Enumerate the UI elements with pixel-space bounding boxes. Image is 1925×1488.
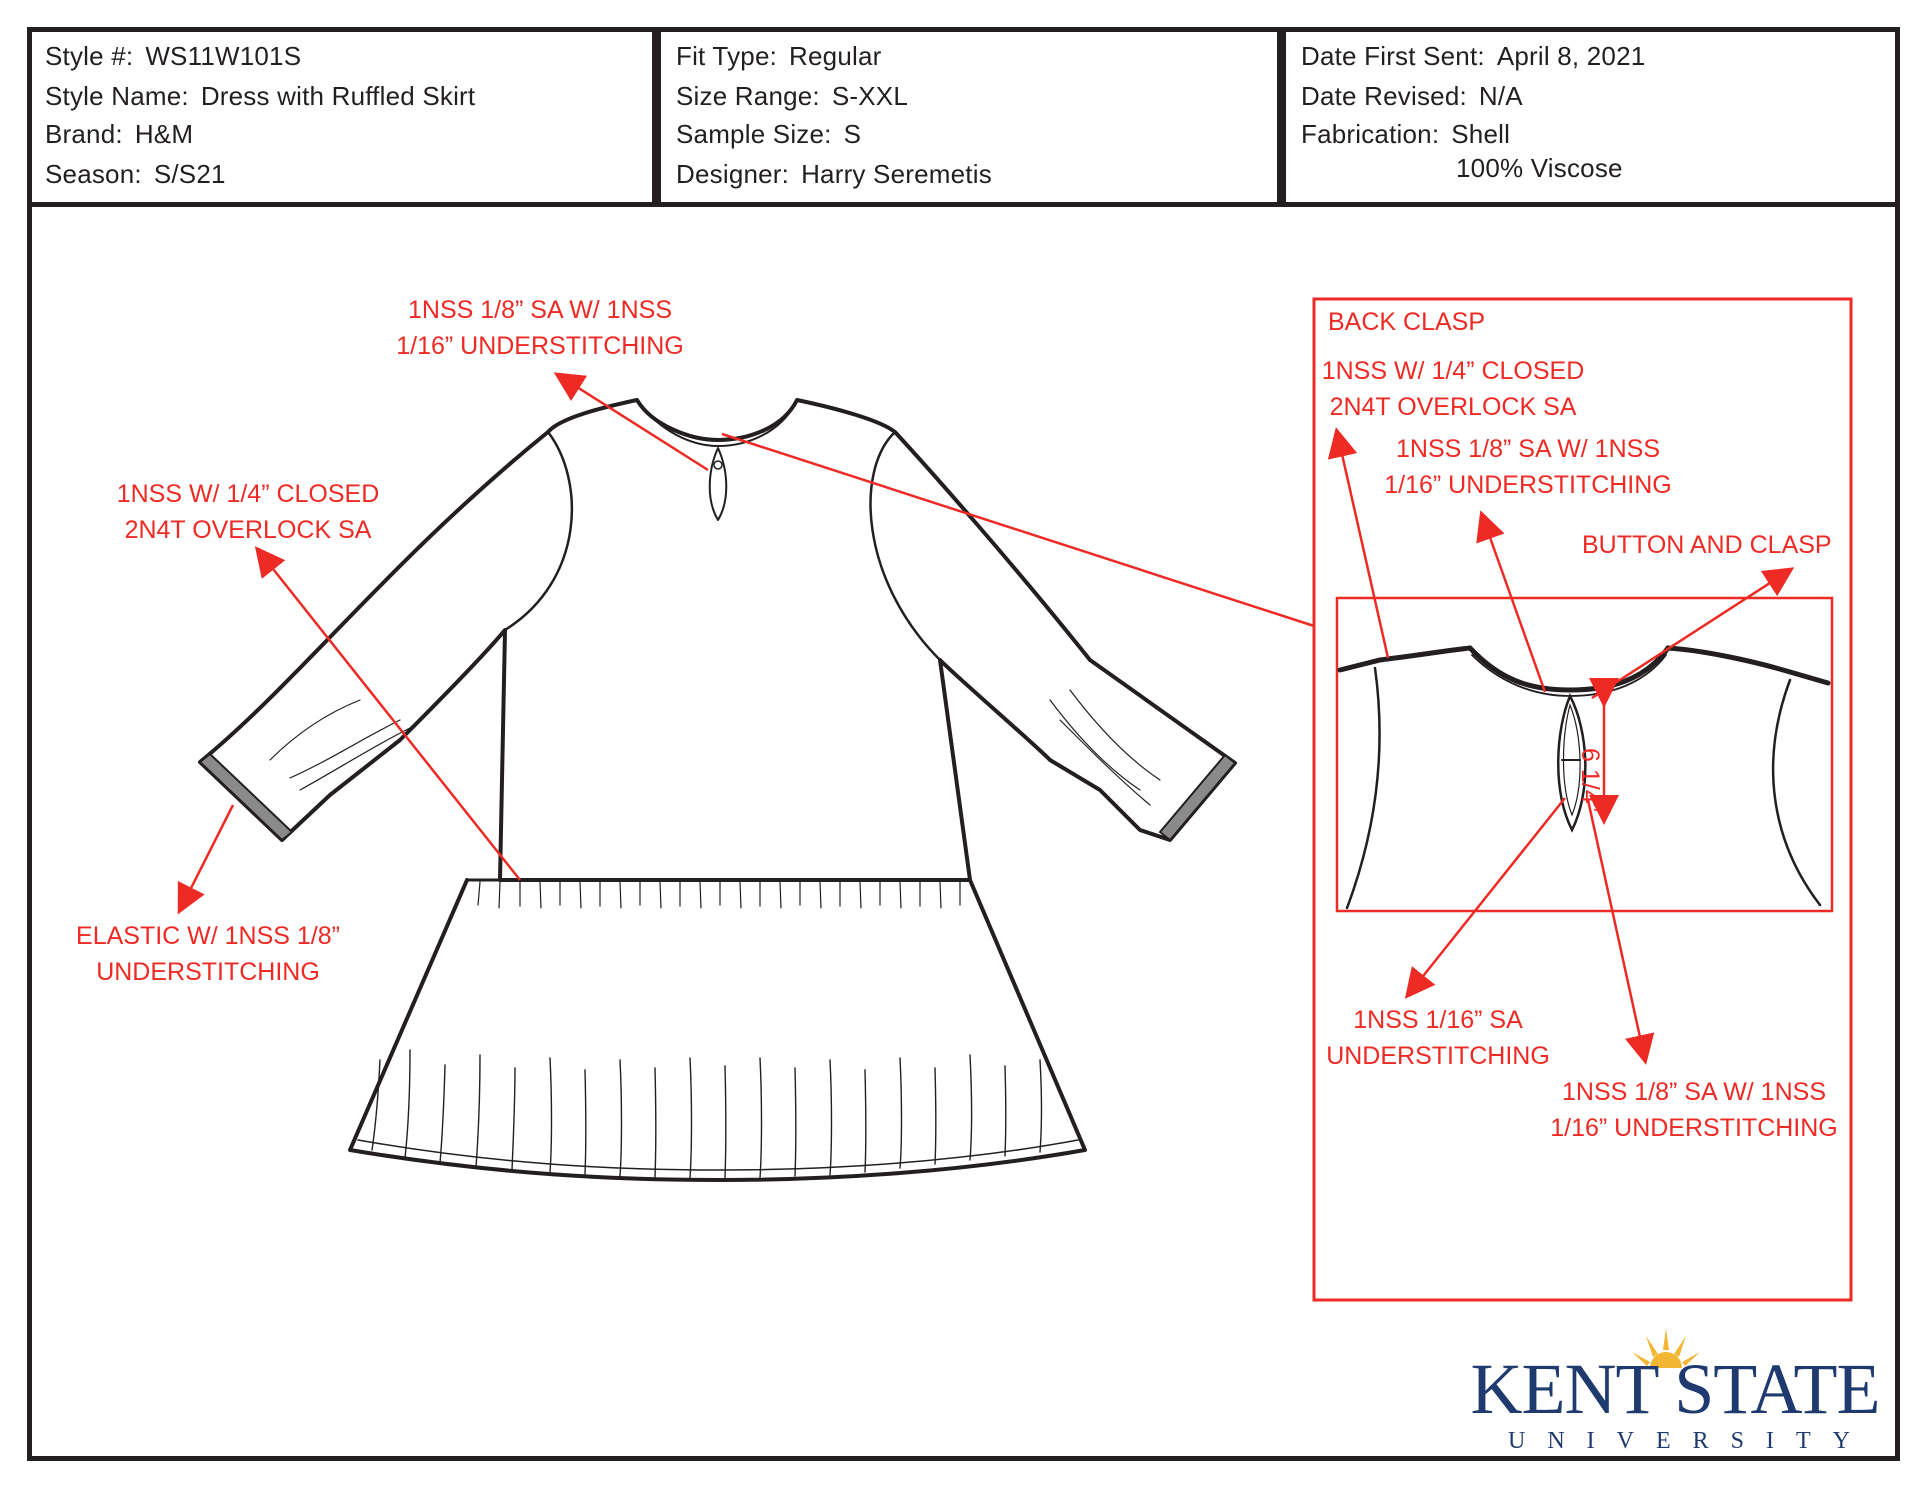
detail-sa-callout: 1NSS 1/16” SA UNDERSTITCHING (1318, 1002, 1558, 1074)
detail-sa-line2: UNDERSTITCHING (1326, 1042, 1550, 1070)
detail-overlock-callout: 1NSS W/ 1/4” CLOSED 2N4T OVERLOCK SA (1318, 353, 1588, 425)
size-range-row: Size Range: S-XXL (676, 81, 908, 111)
sample-size-row: Sample Size: S (676, 119, 861, 149)
kent-state-logo: KENT STATE UNIVERSITY (1470, 1320, 1881, 1454)
back-clasp-title: BACK CLASP (1328, 308, 1486, 336)
elastic-line1: ELASTIC W/ 1NSS 1/8” (76, 922, 340, 950)
detail-zoom-box (1335, 596, 1834, 913)
date-revised-value: N/A (1478, 81, 1523, 111)
detail-annotation-arrows (1327, 427, 1795, 1065)
fabrication-row: Fabrication: Shell (1301, 119, 1510, 149)
placket-measure-label: 6 1/4” (1576, 748, 1604, 812)
dress-back-view (198, 398, 1237, 1182)
fit-type-row: Fit Type: Regular (676, 41, 881, 71)
fabric-content-value: 100% Viscose (1456, 153, 1623, 183)
style-info-box: Style #: WS11W101S Style Name: Dress with … (27, 27, 652, 207)
sample-size-value: S (843, 119, 862, 149)
style-number-label: Style #: (45, 41, 134, 71)
logo-wordmark: KENT STATE (1470, 1349, 1881, 1429)
brand-value: H&M (134, 119, 194, 149)
detail-leader-line (721, 432, 1315, 628)
elastic-callout: ELASTIC W/ 1NSS 1/8” UNDERSTITCHING (68, 918, 348, 990)
date-first-sent-row: Date First Sent: April 8, 2021 (1301, 41, 1645, 71)
main-annotation-arrows (177, 372, 709, 915)
neck-seam-line1: 1NSS 1/8” SA W/ 1NSS (408, 296, 672, 324)
detail-callout-box (1312, 297, 1853, 1302)
detail-placket-line2: 1/16” UNDERSTITCHING (1550, 1114, 1838, 1142)
designer-value: Harry Seremetis (801, 159, 992, 189)
season-label: Season: (45, 159, 142, 189)
button-clasp-callout: BUTTON AND CLASP (1582, 531, 1832, 559)
style-name-row: Style Name: Dress with Ruffled Skirt (45, 81, 475, 111)
overlock-line2: 2N4T OVERLOCK SA (124, 516, 372, 544)
season-row: Season: S/S21 (45, 159, 226, 189)
fit-type-value: Regular (789, 41, 882, 71)
season-value: S/S21 (153, 159, 226, 189)
fabrication-value: Shell (1451, 119, 1511, 149)
date-info-box: Date First Sent: April 8, 2021 Date Revis… (1277, 27, 1900, 207)
date-revised-label: Date Revised: (1301, 81, 1467, 111)
sun-icon (1632, 1328, 1700, 1368)
designer-label: Designer: (676, 159, 790, 189)
back-clasp-zoom (1337, 645, 1831, 910)
detail-neck-seam-callout: 1NSS 1/8” SA W/ 1NSS 1/16” UNDERSTITCHIN… (1378, 431, 1678, 503)
detail-neck-seam-line1: 1NSS 1/8” SA W/ 1NSS (1396, 435, 1660, 463)
size-range-value: S-XXL (831, 81, 908, 111)
neck-seam-callout: 1NSS 1/8” SA W/ 1NSS 1/16” UNDERSTITCHIN… (390, 292, 690, 364)
fabrication-label: Fabrication: (1301, 119, 1440, 149)
elastic-line2: UNDERSTITCHING (96, 958, 320, 986)
fit-type-label: Fit Type: (676, 41, 778, 71)
date-first-sent-label: Date First Sent: (1301, 41, 1485, 71)
detail-sa-line1: 1NSS 1/16” SA (1353, 1006, 1523, 1034)
fabric-content-row: 100% Viscose (1456, 153, 1623, 183)
fit-info-box: Fit Type: Regular Size Range: S-XXL Sample… (652, 27, 1277, 207)
brand-row: Brand: H&M (45, 119, 193, 149)
overlock-callout: 1NSS W/ 1/4” CLOSED 2N4T OVERLOCK SA (108, 476, 388, 548)
sample-size-label: Sample Size: (676, 119, 832, 149)
detail-placket-callout: 1NSS 1/8” SA W/ 1NSS 1/16” UNDERSTITCHIN… (1544, 1074, 1844, 1146)
style-number-value: WS11W101S (145, 41, 302, 71)
style-name-label: Style Name: (45, 81, 189, 111)
detail-placket-line1: 1NSS 1/8” SA W/ 1NSS (1562, 1078, 1826, 1106)
detail-overlock-line1: 1NSS W/ 1/4” CLOSED (1321, 357, 1585, 385)
spec-header: Style #: WS11W101S Style Name: Dress with … (27, 27, 1900, 207)
style-name-value: Dress with Ruffled Skirt (200, 81, 476, 111)
brand-label: Brand: (45, 119, 123, 149)
logo-subtitle: UNIVERSITY (1508, 1428, 1872, 1454)
designer-row: Designer: Harry Seremetis (676, 159, 992, 189)
detail-overlock-line2: 2N4T OVERLOCK SA (1329, 393, 1577, 421)
overlock-line1: 1NSS W/ 1/4” CLOSED (116, 480, 380, 508)
size-range-label: Size Range: (676, 81, 820, 111)
style-number-row: Style #: WS11W101S (45, 41, 301, 71)
page-frame (27, 27, 1900, 1461)
date-revised-row: Date Revised: N/A (1301, 81, 1523, 111)
neck-seam-line2: 1/16” UNDERSTITCHING (396, 332, 684, 360)
date-first-sent-value: April 8, 2021 (1496, 41, 1646, 71)
detail-neck-seam-line2: 1/16” UNDERSTITCHING (1384, 471, 1672, 499)
